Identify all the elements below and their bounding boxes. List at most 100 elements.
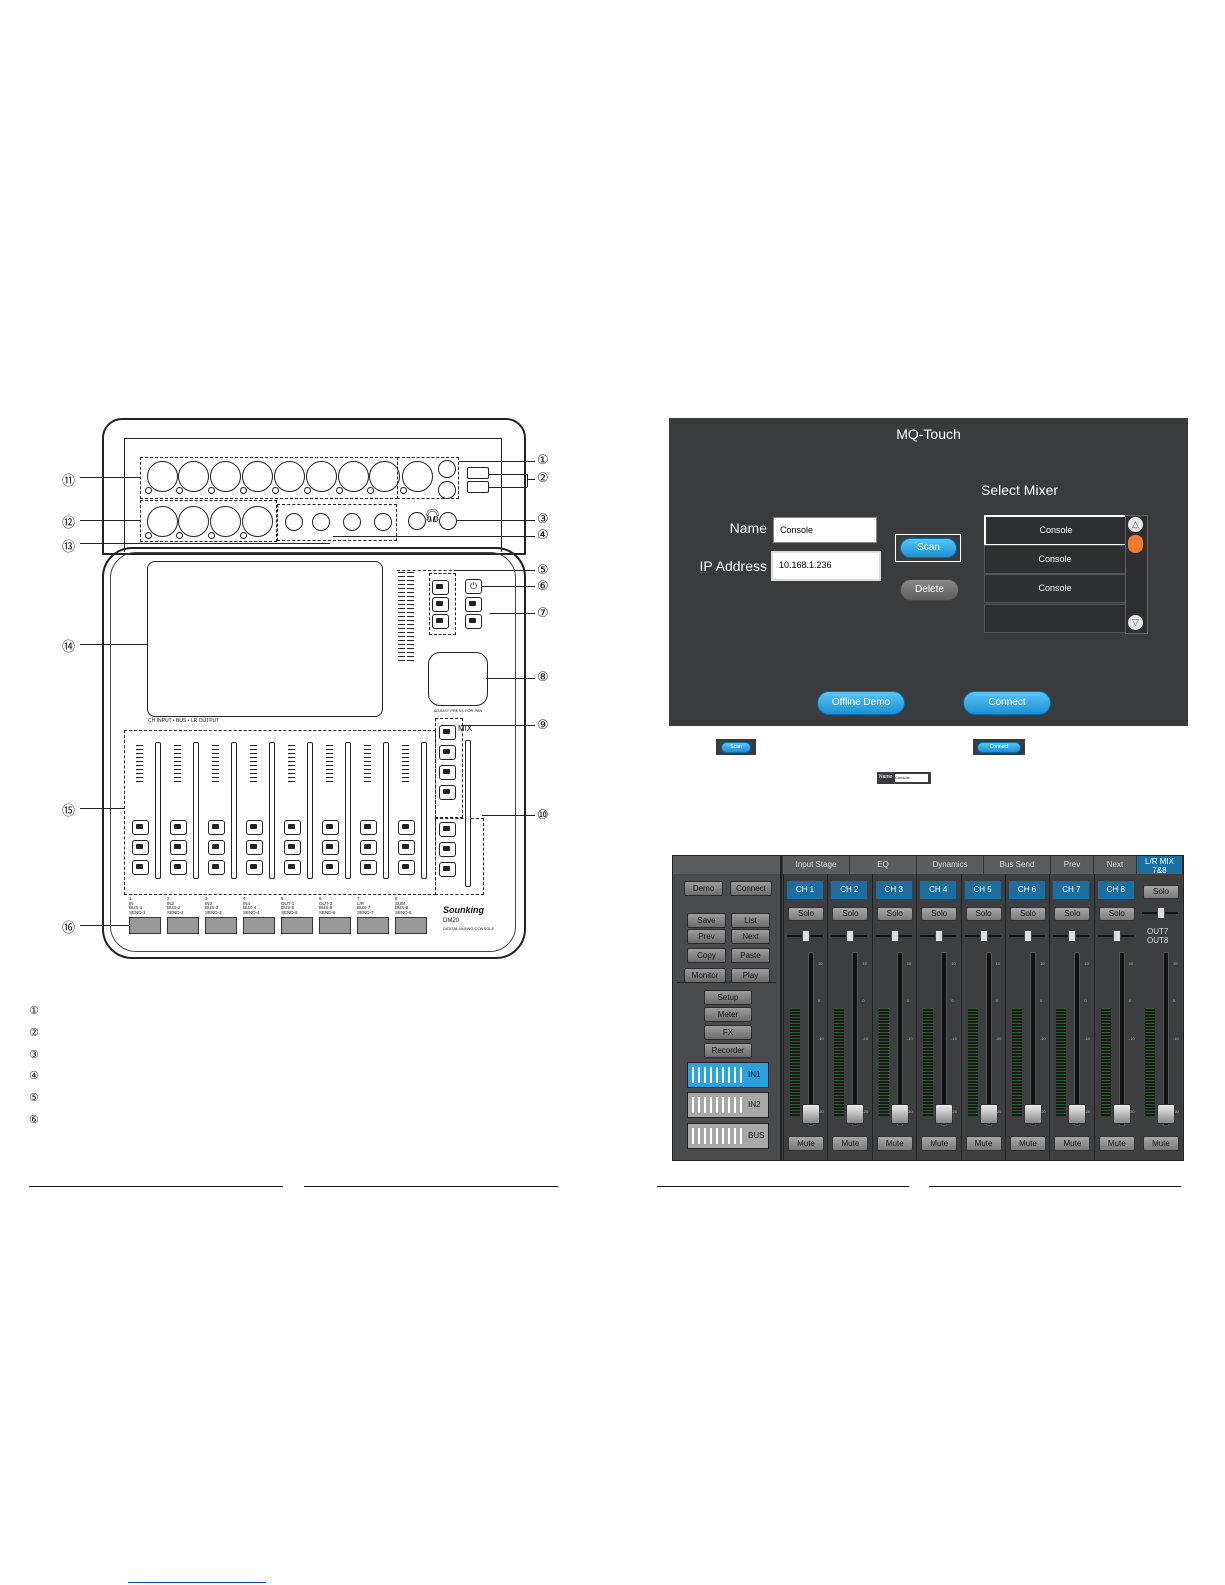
scroll-down-icon[interactable]: ▽ — [1128, 615, 1143, 630]
select-pad[interactable] — [395, 917, 427, 934]
strip-button[interactable] — [284, 860, 301, 875]
fx-button[interactable]: FX — [704, 1025, 752, 1040]
tab-next[interactable]: Next — [1094, 856, 1137, 874]
solo-button[interactable]: Solo — [1098, 907, 1135, 921]
name-field[interactable]: Console — [773, 517, 877, 543]
delete-button[interactable]: Delete — [900, 579, 959, 601]
fader-cap[interactable] — [979, 1104, 998, 1124]
strip-button[interactable] — [322, 860, 339, 875]
strip-fader[interactable] — [421, 742, 427, 879]
adjust-encoder[interactable] — [428, 652, 488, 706]
pan-knob[interactable] — [1024, 930, 1032, 942]
mute-button[interactable]: Mute — [1054, 1136, 1091, 1151]
offline-demo-button[interactable]: Offline Demo — [817, 691, 905, 715]
save-button[interactable]: Save — [687, 913, 726, 928]
monitor-button[interactable]: Monitor — [684, 968, 726, 983]
scan-button[interactable]: Scan — [900, 538, 957, 558]
prev-button[interactable]: Prev — [687, 929, 726, 944]
strip-fader[interactable] — [193, 742, 199, 879]
pan-knob[interactable] — [802, 930, 810, 942]
strip-button[interactable] — [398, 860, 415, 875]
strip-button[interactable] — [132, 820, 149, 835]
lr-mute-button[interactable]: Mute — [1143, 1136, 1179, 1151]
strip-fader[interactable] — [383, 742, 389, 879]
power-button[interactable]: ⏻ — [465, 579, 482, 594]
strip-fader[interactable] — [307, 742, 313, 879]
mute-button[interactable]: Mute — [788, 1136, 824, 1151]
strip-fader[interactable] — [269, 742, 275, 879]
meter-button[interactable]: Meter — [704, 1007, 752, 1022]
strip-button[interactable] — [246, 840, 263, 855]
pan-knob[interactable] — [846, 930, 855, 942]
strip-button[interactable] — [170, 860, 187, 875]
bank-in1[interactable]: IN1 — [687, 1062, 769, 1088]
strip-button[interactable] — [360, 840, 377, 855]
tab-bus-send[interactable]: Bus Send — [984, 856, 1051, 874]
scroll-up-icon[interactable]: △ — [1128, 517, 1143, 532]
select-pad[interactable] — [205, 917, 237, 934]
solo-button[interactable]: Solo — [1010, 907, 1046, 921]
mixer-list-item[interactable] — [984, 604, 1126, 633]
fader-cap[interactable] — [1068, 1104, 1087, 1124]
fader-cap[interactable] — [1112, 1104, 1131, 1124]
strip-button[interactable] — [246, 820, 263, 835]
select-pad[interactable] — [167, 917, 199, 934]
setup-button[interactable]: Setup — [704, 990, 752, 1005]
strip-button[interactable] — [132, 860, 149, 875]
strip-fader[interactable] — [155, 742, 161, 879]
pan-knob[interactable] — [1068, 930, 1077, 942]
strip-button[interactable] — [322, 840, 339, 855]
strip-button[interactable] — [284, 840, 301, 855]
strip-fader[interactable] — [345, 742, 351, 879]
lr-fader-cap[interactable] — [1157, 1104, 1175, 1124]
tab-lr-mix[interactable]: L/R MIX 7&8 — [1137, 856, 1183, 875]
strip-button[interactable] — [208, 840, 225, 855]
bank-bus[interactable]: BUS — [687, 1123, 769, 1149]
recorder-button[interactable]: Recorder — [704, 1043, 752, 1058]
select-pad[interactable] — [129, 917, 161, 934]
strip-button[interactable] — [360, 820, 377, 835]
fader-cap[interactable] — [846, 1104, 865, 1124]
strip-button[interactable] — [208, 820, 225, 835]
list-button[interactable]: List — [731, 913, 770, 928]
mixer-list-item[interactable]: Console — [984, 574, 1126, 603]
bank-in2[interactable]: IN2 — [687, 1092, 769, 1118]
fader-cap[interactable] — [802, 1104, 820, 1124]
strip-button[interactable] — [398, 820, 415, 835]
tab-dynamics[interactable]: Dynamics — [917, 856, 984, 874]
strip-button[interactable] — [170, 840, 187, 855]
strip-button[interactable] — [246, 860, 263, 875]
mute-button[interactable]: Mute — [1010, 1136, 1046, 1151]
mute-button[interactable]: Mute — [1098, 1136, 1135, 1151]
fader-cap[interactable] — [1024, 1104, 1042, 1124]
tab-eq[interactable]: EQ — [850, 856, 917, 874]
connect-button-small[interactable]: Connect — [730, 881, 772, 896]
pan-knob[interactable] — [935, 930, 944, 942]
select-pad[interactable] — [243, 917, 275, 934]
solo-button[interactable]: Solo — [921, 907, 958, 921]
solo-button[interactable]: Solo — [876, 907, 913, 921]
strip-button[interactable] — [398, 840, 415, 855]
scroll-thumb[interactable] — [1128, 535, 1143, 553]
select-pad[interactable] — [357, 917, 389, 934]
mixer-list-item[interactable]: Console — [984, 545, 1126, 574]
channel-header[interactable]: CH 1 — [787, 881, 823, 899]
channel-header[interactable]: CH 7 — [1053, 881, 1090, 899]
strip-fader[interactable] — [231, 742, 237, 879]
demo-button[interactable]: Demo — [684, 881, 723, 896]
mute-button[interactable]: Mute — [832, 1136, 869, 1151]
strip-button[interactable] — [360, 860, 377, 875]
next-button[interactable]: Next — [731, 929, 770, 944]
strip-button[interactable] — [132, 840, 149, 855]
solo-button[interactable]: Solo — [788, 907, 824, 921]
ip-address-field[interactable]: 10.168.1.236 — [771, 551, 881, 581]
channel-header[interactable]: CH 4 — [920, 881, 957, 899]
channel-header[interactable]: CH 2 — [831, 881, 868, 899]
channel-header[interactable]: CH 5 — [964, 881, 1001, 899]
select-pad[interactable] — [319, 917, 351, 934]
channel-header[interactable]: CH 3 — [875, 881, 912, 899]
mute-button[interactable]: Mute — [921, 1136, 958, 1151]
mixer-list-item[interactable]: Console — [984, 515, 1128, 546]
solo-button[interactable]: Solo — [965, 907, 1002, 921]
lr-solo-button[interactable]: Solo — [1143, 885, 1179, 899]
